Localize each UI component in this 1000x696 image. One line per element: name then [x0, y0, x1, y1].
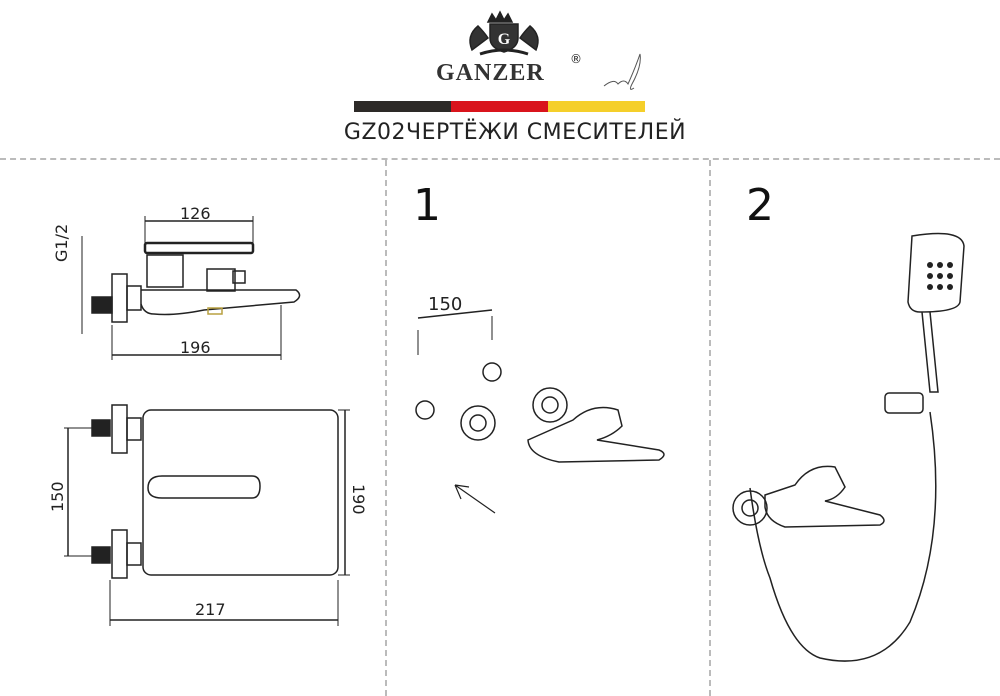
- step-number-2: 2: [746, 180, 774, 231]
- step-number-1: 1: [413, 180, 441, 231]
- step1-drawing: [415, 309, 665, 514]
- brand-name: GANZER: [436, 60, 545, 86]
- dimension-overall-length: 196: [180, 338, 211, 357]
- flag-stripe-red: [451, 101, 548, 112]
- step2-drawing: [732, 232, 965, 662]
- svg-text:G: G: [498, 31, 511, 48]
- signature: [603, 53, 641, 90]
- column-divider-2: [709, 160, 711, 696]
- dimension-top-width: 126: [180, 204, 211, 223]
- side-view-drawing: [81, 216, 301, 360]
- page-title: GZ02ЧЕРТЁЖИ СМЕСИТЕЛЕЙ: [343, 120, 687, 145]
- flag-stripe-gold: [548, 101, 645, 112]
- logo-emblem: G: [469, 10, 641, 90]
- dimension-center-distance: 150: [48, 481, 67, 512]
- dimension-height: 190: [349, 484, 368, 515]
- registered-mark: ®: [570, 52, 582, 66]
- dimension-spacing: 150: [428, 294, 463, 315]
- dimension-width: 217: [195, 600, 226, 619]
- header-divider: [0, 158, 1000, 160]
- front-view-drawing: [64, 404, 350, 626]
- dimension-thread: G1/2: [52, 223, 71, 262]
- column-divider-1: [385, 160, 387, 696]
- flag-stripe-black: [354, 101, 451, 112]
